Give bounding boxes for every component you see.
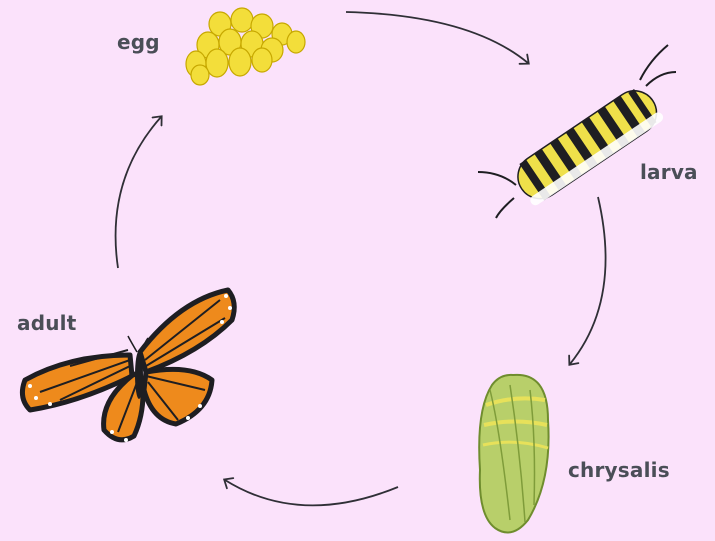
- adult-label: adult: [17, 311, 76, 335]
- chrysalis-label: chrysalis: [568, 458, 670, 482]
- chrysalis-icon: [479, 375, 548, 533]
- arrow-egg-to-larva: [346, 12, 528, 63]
- larva-label: larva: [640, 160, 698, 184]
- arrow-larva-to-chrysalis: [570, 197, 606, 364]
- egg-label: egg: [117, 30, 160, 54]
- egg-cluster-icon: [186, 8, 305, 85]
- arrow-chrysalis-to-adult: [225, 480, 398, 505]
- caterpillar-icon: [478, 45, 676, 218]
- arrow-adult-to-egg: [116, 117, 161, 268]
